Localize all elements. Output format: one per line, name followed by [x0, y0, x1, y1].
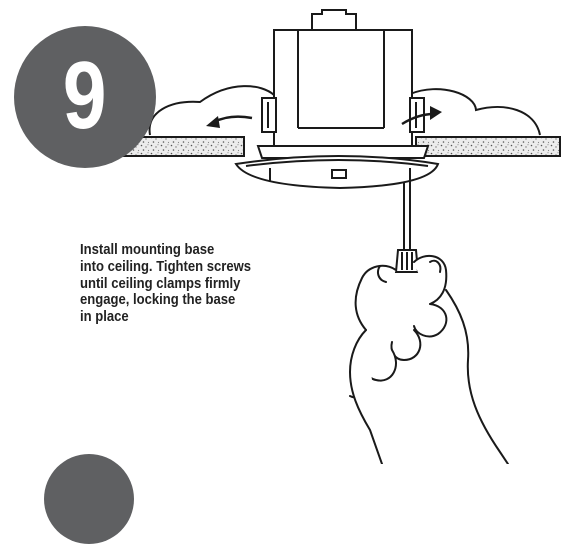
- next-step-badge: [44, 454, 134, 544]
- step-number-badge: 9: [14, 26, 156, 168]
- rotate-right-arrow-icon: [401, 106, 442, 126]
- ceiling-panel: [109, 136, 561, 157]
- screwdriver: [394, 182, 420, 273]
- installation-illustration: [109, 9, 561, 464]
- instruction-line: until ceiling clamps firmly: [80, 274, 241, 292]
- mounting-base: [234, 9, 440, 190]
- insulation-outline: [148, 85, 541, 136]
- instruction-line: engage, locking the base: [80, 291, 236, 309]
- instruction-text: Install mounting base into ceiling. Tigh…: [80, 241, 312, 326]
- instruction-line: in place: [80, 308, 129, 326]
- step-number: 9: [63, 42, 107, 149]
- instruction-line: into ceiling. Tighten screws: [80, 257, 252, 275]
- hand: [349, 254, 509, 464]
- rotate-left-arrow-icon: [206, 115, 253, 128]
- instruction-line: Install mounting base: [80, 241, 215, 258]
